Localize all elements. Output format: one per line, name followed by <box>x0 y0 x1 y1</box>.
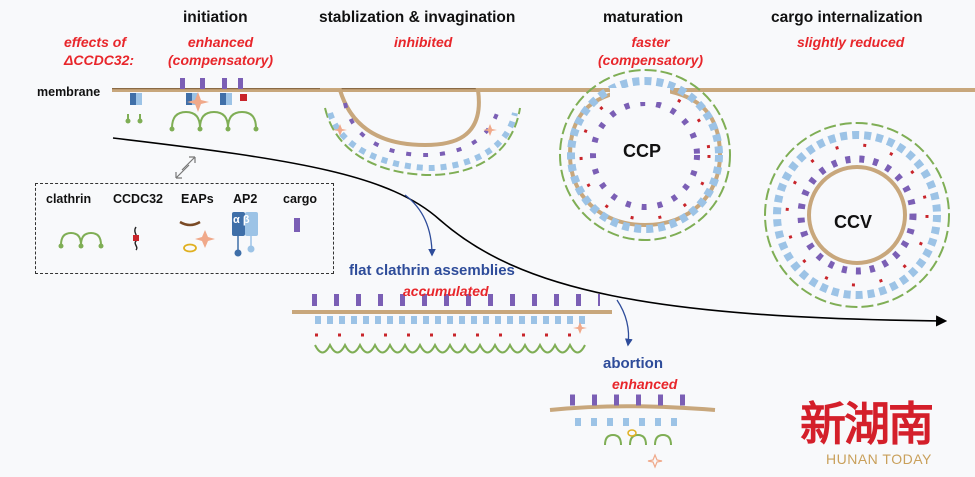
ccv-vesicle <box>764 122 950 308</box>
stage-title-maturation: maturation <box>603 9 684 26</box>
stage-effect-internalization: slightly reduced <box>797 34 905 50</box>
legend-clathrin-label: clathrin <box>46 192 92 206</box>
flat-branch-arrow <box>404 194 436 257</box>
abortion-assembly <box>549 394 716 469</box>
initiation-clathrin <box>127 110 257 129</box>
legend-ccdc32-label: CCDC32 <box>113 192 164 206</box>
stage-effect-invagination: inhibited <box>394 34 453 50</box>
stage-title-internalization: cargo internalization <box>771 9 923 26</box>
legend-cargo-label: cargo <box>283 192 318 206</box>
stage-effect-initiation: enhanced(compensatory) <box>168 34 274 68</box>
legend-ap2-icon <box>232 212 258 257</box>
initiation-eap <box>187 92 209 112</box>
main-progression-arrow <box>112 137 948 327</box>
flat-assembly <box>292 294 612 354</box>
initiation-membrane <box>112 88 512 92</box>
abortion-branch-arrow <box>616 299 633 347</box>
watermark-logo-english: HUNAN TODAY <box>826 451 932 467</box>
initiation-ap2 <box>130 93 247 105</box>
legend-clathrin-icon <box>60 231 102 246</box>
ccp-vesicle <box>480 69 975 241</box>
stage-title-initiation: initiation <box>183 9 248 26</box>
legend-eaps-label: EAPs <box>181 192 214 206</box>
flat-assemblies-title: flat clathrin assemblies <box>349 262 515 279</box>
initiation-cargo <box>180 78 243 89</box>
legend-box <box>35 183 334 274</box>
legend-ccdc32-icon <box>133 226 139 251</box>
watermark-logo-chinese: 新湖南 <box>800 397 934 451</box>
invagination-pit <box>320 88 640 177</box>
abortion-effect: enhanced <box>612 376 678 392</box>
legend-ap2-subunits: α β <box>233 214 250 226</box>
ccp-label: CCP <box>623 141 662 161</box>
legend-ap2-label: AP2 <box>233 192 258 206</box>
stage-effect-maturation: faster(compensatory) <box>598 34 704 68</box>
legend-eaps-icon <box>179 220 215 253</box>
legend-cargo-icon <box>294 218 300 232</box>
ccv-label: CCV <box>834 212 873 232</box>
membrane-label: membrane <box>37 85 101 99</box>
reversible-arrow-icon <box>175 156 196 179</box>
flat-assemblies-effect: accumulated <box>403 283 489 299</box>
abortion-title: abortion <box>603 355 663 372</box>
stage-title-invagination: stablization & invagination <box>319 9 516 26</box>
